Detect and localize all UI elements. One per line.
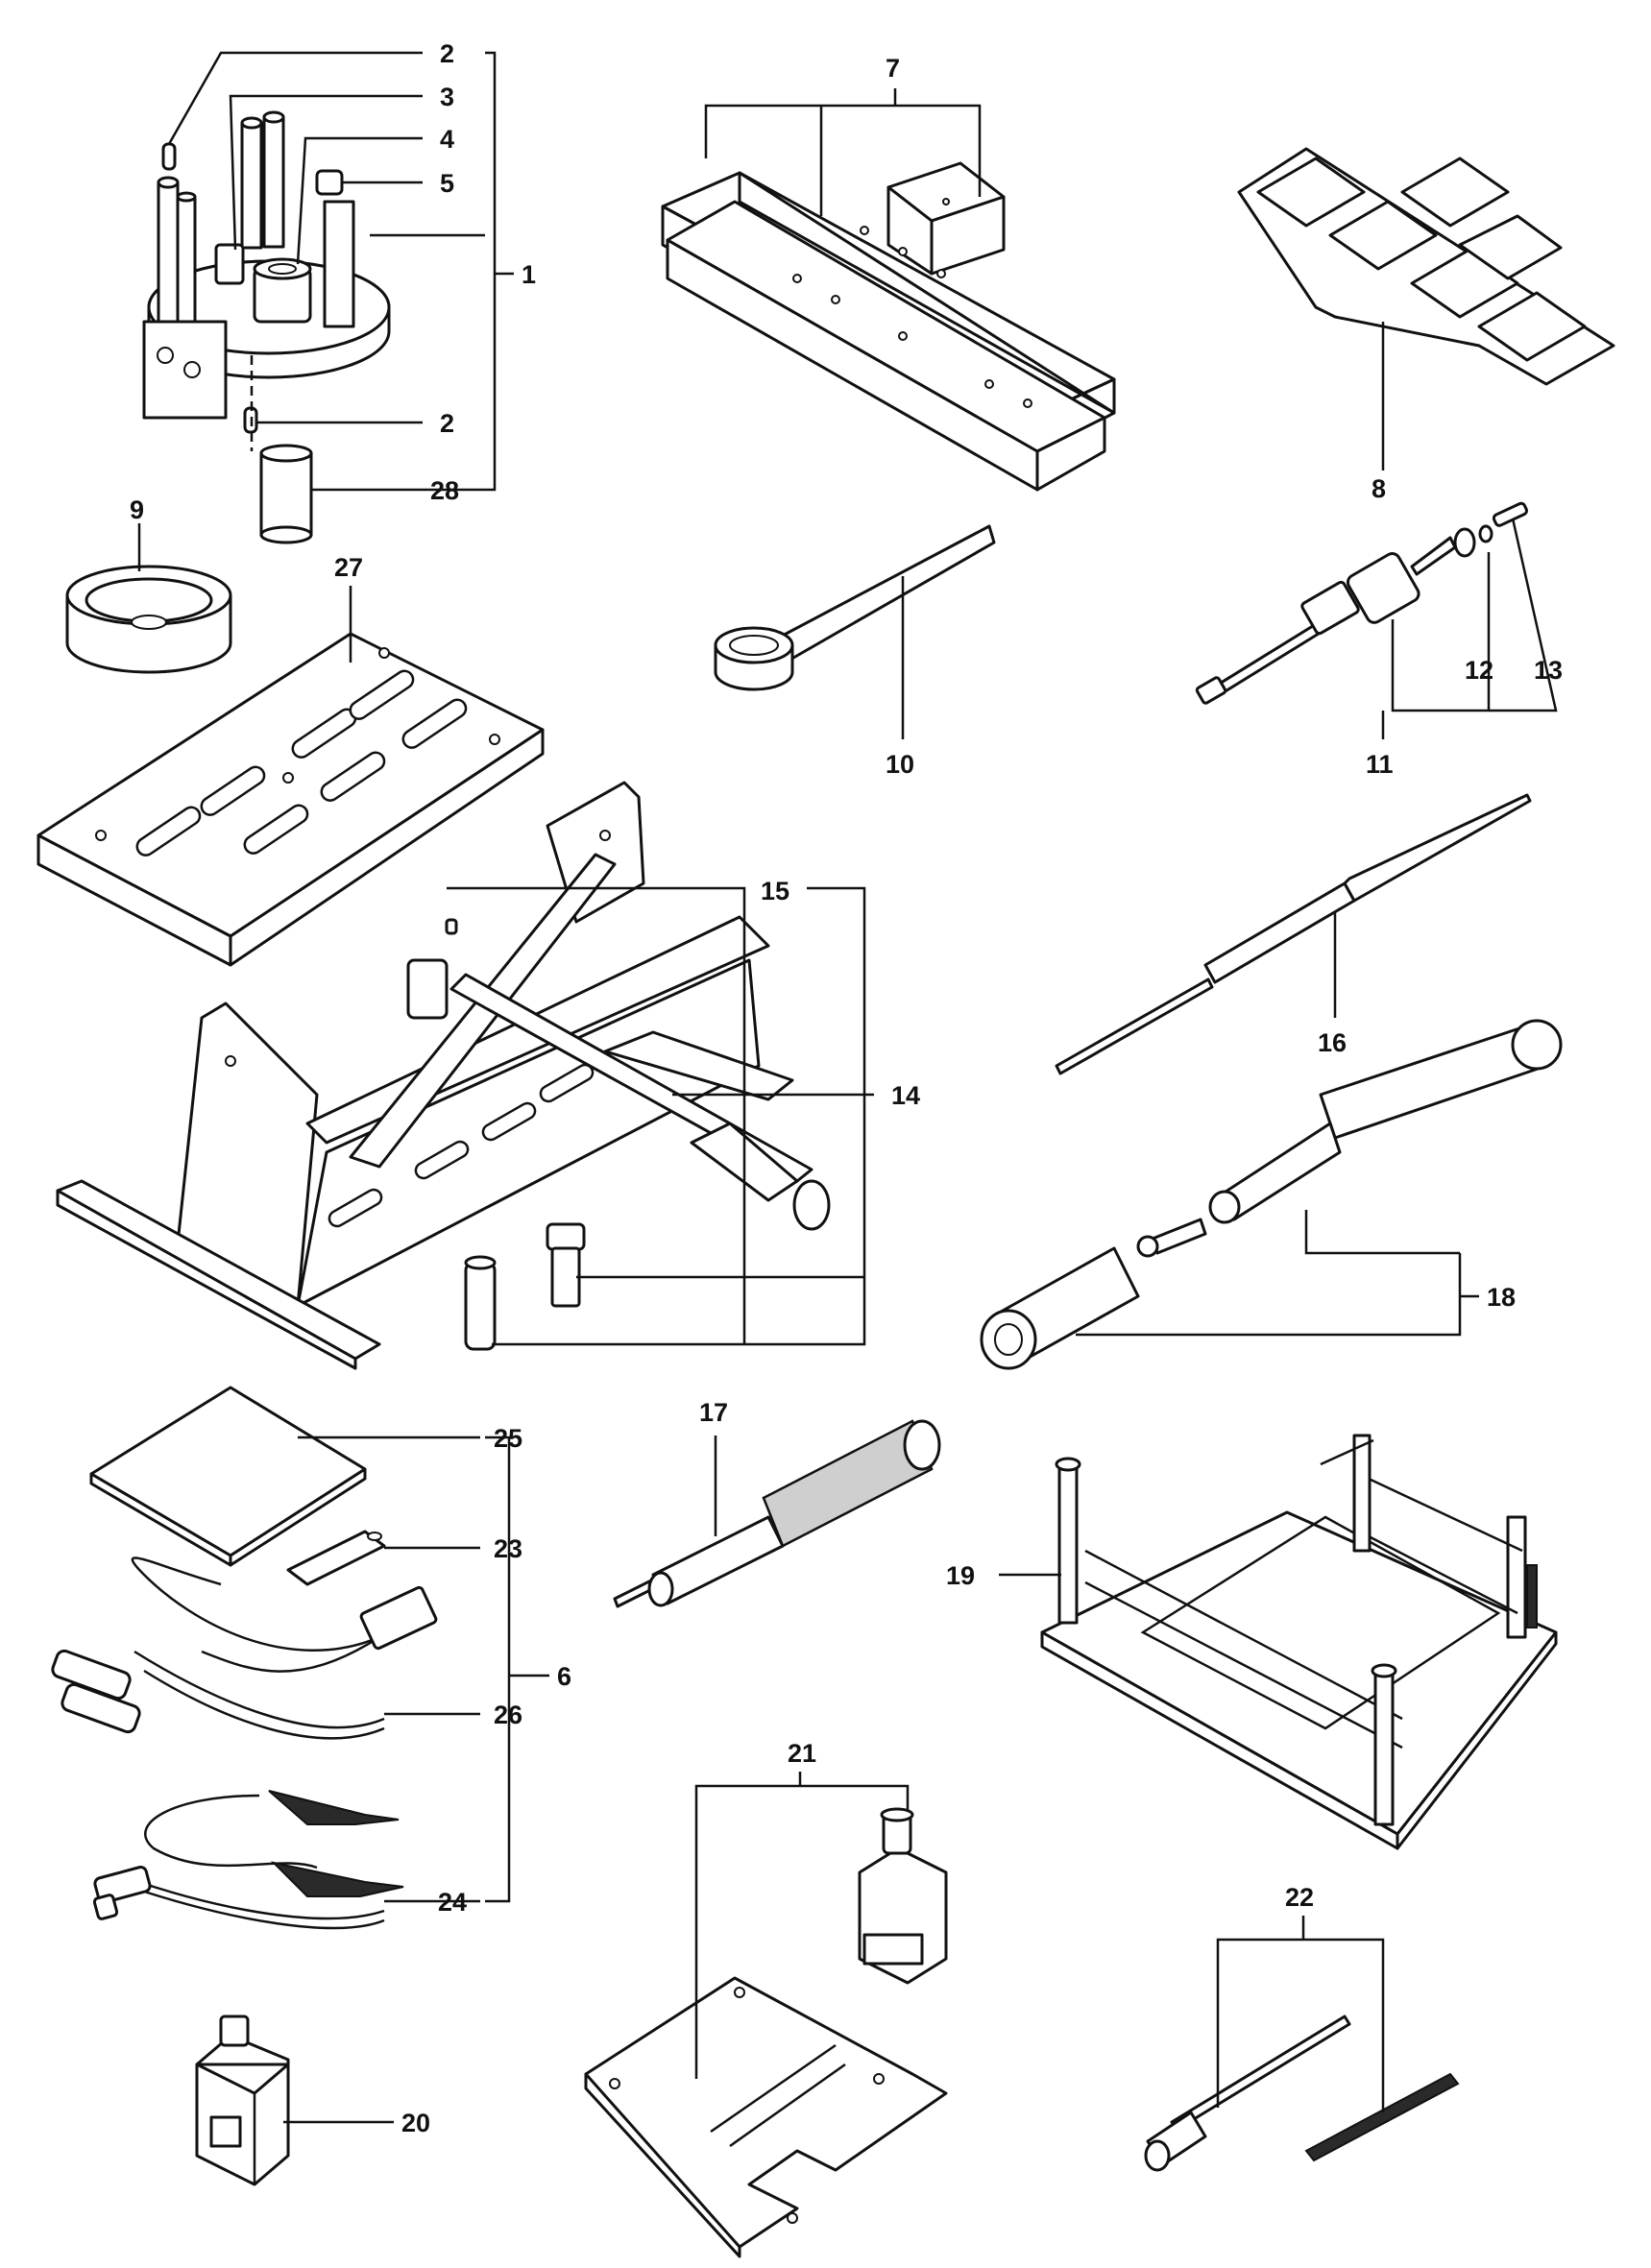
callout-6: 6	[557, 1662, 571, 1691]
ring-wrench-icon	[714, 524, 996, 691]
callout-5: 5	[440, 169, 454, 198]
callout-4: 4	[440, 125, 454, 154]
callout-9: 9	[130, 495, 144, 524]
callout-11: 11	[1366, 750, 1394, 779]
callout-2a: 2	[440, 39, 454, 68]
callout-28: 28	[430, 476, 459, 505]
callout-19: 19	[946, 1561, 975, 1590]
callout-18: 18	[1487, 1283, 1516, 1312]
base-board-icon	[36, 632, 545, 967]
bearing-fixture-plate-icon	[142, 110, 391, 544]
clamp-icon	[195, 2015, 290, 2186]
callout-8: 8	[1372, 474, 1386, 503]
pin-driver-icon	[1055, 793, 1532, 1075]
usb-key-icon	[286, 1530, 386, 1586]
slide-hammer-puller-icon	[1195, 501, 1529, 705]
diagnostic-cable-icon	[51, 1556, 438, 1740]
callout-24: 24	[438, 1888, 467, 1917]
knurled-punch-icon	[613, 1419, 941, 1608]
battery-clamp-cable-icon	[92, 1790, 404, 1930]
callout-10: 10	[886, 750, 914, 779]
callout-22: 22	[1285, 1883, 1314, 1912]
callout-3: 3	[440, 83, 454, 111]
bushing-driver-icon	[980, 1019, 1563, 1370]
callout-12: 12	[1465, 656, 1493, 685]
callout-1: 1	[522, 260, 536, 289]
callout-21: 21	[788, 1739, 816, 1768]
rod-and-threaded-bar-icon	[1144, 2015, 1460, 2172]
support-bar-set-icon	[661, 161, 1116, 492]
frame-stand-icon	[1040, 1434, 1558, 1850]
callout-16: 16	[1318, 1028, 1347, 1057]
engine-stand-icon	[56, 781, 831, 1370]
callout-15: 15	[761, 877, 789, 905]
callout-20: 20	[401, 2109, 430, 2137]
callout-7: 7	[886, 54, 900, 83]
manual-booklet-icon	[89, 1386, 367, 1567]
callout-17: 17	[699, 1398, 728, 1427]
callout-13: 13	[1534, 656, 1563, 685]
template-plate-icon	[1237, 147, 1615, 386]
callout-14: 14	[891, 1081, 920, 1110]
base-plate-with-clamp-icon	[584, 1807, 948, 2258]
ring-nut-icon	[65, 565, 232, 674]
callout-27: 27	[334, 553, 363, 582]
callout-2b: 2	[440, 409, 454, 438]
